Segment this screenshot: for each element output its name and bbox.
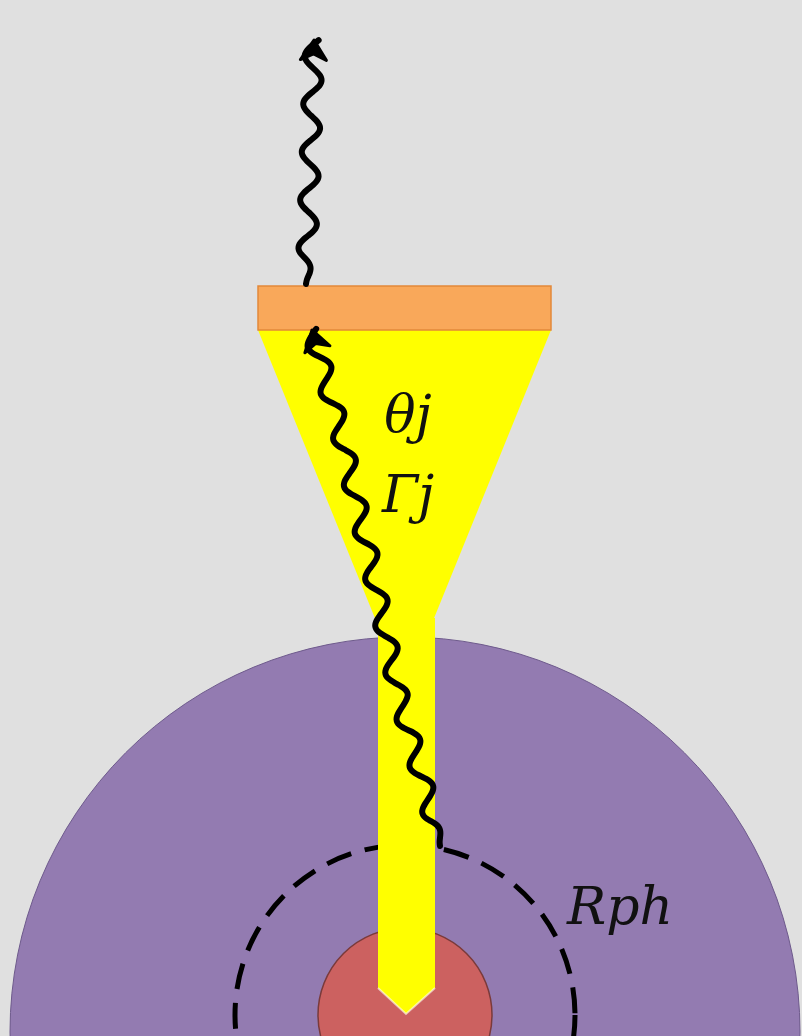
photosphere-radius: Rph	[567, 880, 673, 932]
photon-wave	[308, 329, 441, 846]
jet-cone: θjΓj	[258, 330, 551, 622]
photon-wave	[298, 40, 321, 284]
arrowhead	[300, 40, 327, 61]
arrowhead	[299, 326, 329, 352]
emission-shell	[258, 286, 551, 330]
jet-tip	[378, 988, 435, 1014]
lorentz-factor: Γj	[382, 468, 434, 520]
opening-angle: θj	[384, 388, 431, 440]
cone-fill	[258, 330, 551, 622]
